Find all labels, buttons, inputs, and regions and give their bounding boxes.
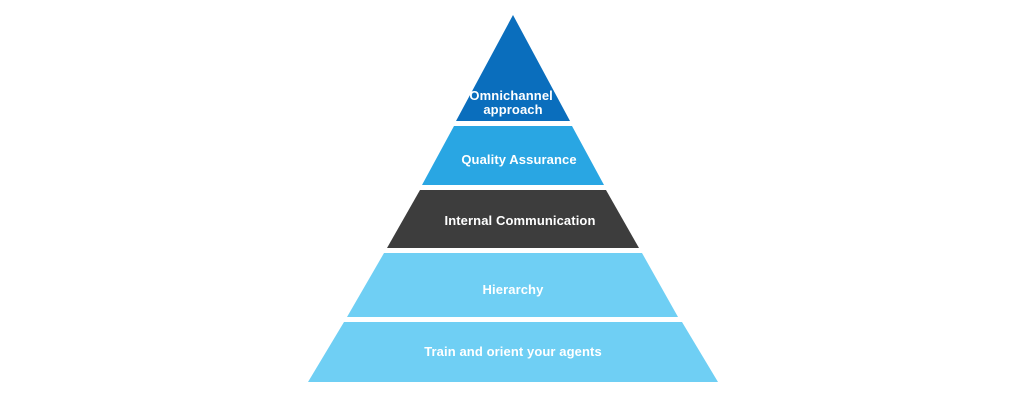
- layer-label-quality-assurance: Quality Assurance: [461, 152, 576, 167]
- pyramid-layer-internal-communication: Internal Communication: [387, 190, 639, 248]
- layer-label-hierarchy: Hierarchy: [483, 282, 545, 297]
- pyramid-layer-quality: Quality Assurance: [422, 126, 604, 185]
- layer-shape-internal-communication: [387, 190, 639, 248]
- layer-label-train-agents: Train and orient your agents: [424, 344, 602, 359]
- layer-shape-omnichannel: [456, 15, 570, 121]
- pyramid-layer-hierarchy: Hierarchy: [347, 253, 678, 317]
- layer-label-line: approach: [483, 102, 542, 117]
- layer-label-line: Omnichannel: [469, 88, 552, 103]
- pyramid-layer-base: Train and orient your agents: [308, 322, 718, 382]
- layer-shape-hierarchy: [347, 253, 678, 317]
- layer-shape-quality-assurance: [422, 126, 604, 185]
- layer-label-internal-communication: Internal Communication: [445, 213, 596, 228]
- layer-shape-train-agents: [308, 322, 718, 382]
- pyramid-layer-top: Omnichannel approach: [456, 15, 570, 121]
- layer-label-omnichannel: Omnichannel approach: [469, 88, 556, 117]
